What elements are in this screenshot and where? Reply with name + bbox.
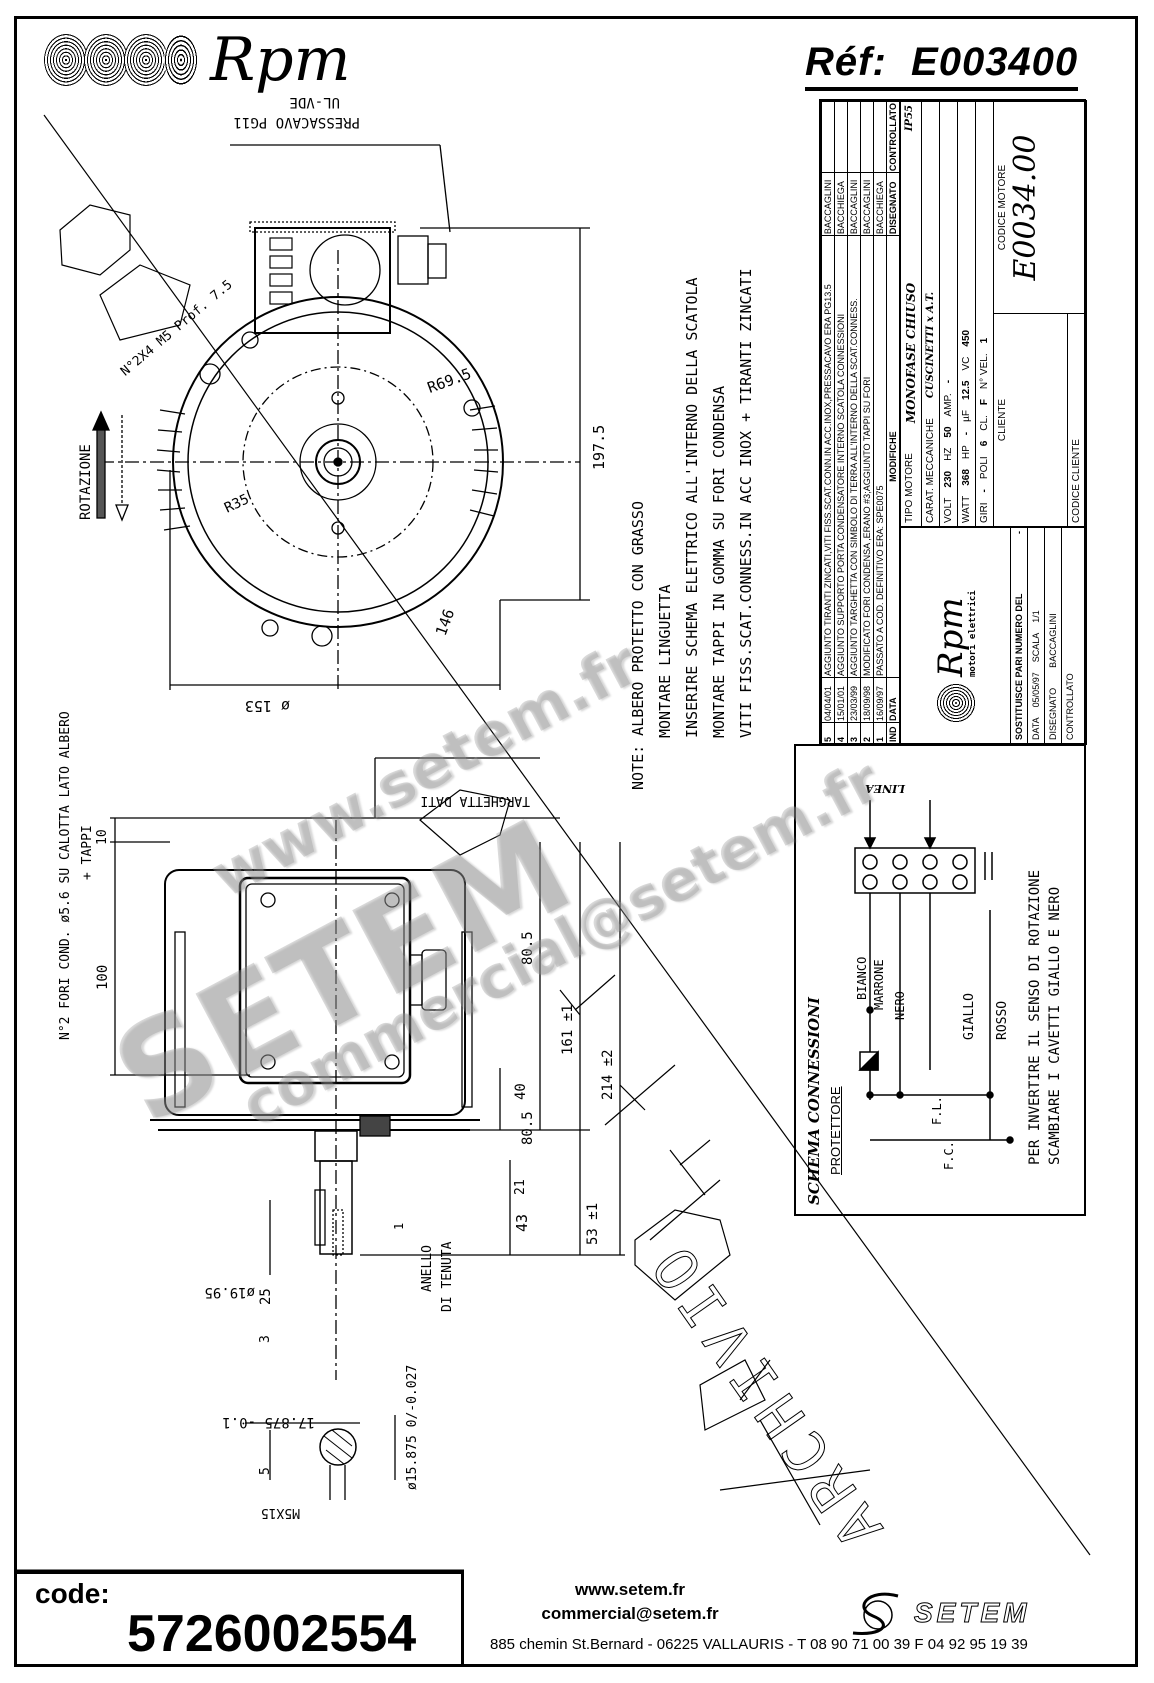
condensate-note: N°2 FORI COND. ø5.6 SU CALOTTA LATO ALBE… [58,711,73,1040]
dim-214: 214 ±2 [600,1049,616,1100]
revision-table: 5 04/04/01 AGGIUNTO TIRANTI ZINCATI,VITI… [820,100,901,745]
email-link[interactable]: commercial@setem.fr [541,1604,719,1623]
seal-label-1: ANELLO [420,1245,435,1292]
dim-43: 43 [513,1213,531,1232]
rotation-label: ROTAZIONE [78,444,94,520]
website-link[interactable]: www.setem.fr [575,1580,685,1599]
dim-40: 40 [513,1083,529,1100]
code-label: code: [35,1578,110,1609]
protector-label: PROTETTORE [828,1086,843,1175]
dim-key-height: 17.875 -0.1 [222,1414,315,1430]
wire-nero: NERO [893,991,907,1020]
title-block-body: Rpm motori elettrici SOSTITUISCE PARI NU… [901,100,1087,745]
dim-10: 10 [95,829,110,845]
dim-3: 3 [258,1335,273,1343]
dim-80-5-bottom: 80.5 [520,1111,536,1145]
drawing-frame [14,16,1138,1667]
coil-logo-icon [44,34,198,86]
wire-rosso: ROSSO [995,1000,1010,1040]
dim-25: 25 [258,1288,274,1305]
code-box: code: 5726002554 [14,1571,464,1667]
dim-53: 53 ±1 [585,1202,601,1245]
notes-block: NOTE: ALBERO PROTETTO CON GRASSO MONTARE… [629,268,755,790]
setem-globe-icon [852,1592,899,1635]
cable-gland-sublabel: UL-VDE [289,94,340,110]
brand-name: Rpm [210,25,351,95]
wire-bianco: BIANCO [855,956,869,1000]
reference-number: Réf: E003400 [805,40,1079,91]
cable-gland-label: PRESSACAVO PG11 [233,114,360,130]
height-dimension: 197.5 [590,424,608,470]
wire-marrone: MARRONE [872,959,886,1010]
dim-key-width: 5 [258,1467,273,1475]
wiring-note: PER INVERTIRE IL SENSO DI ROTAZIONE SCAM… [1027,869,1063,1165]
seal-label-2: DI TENUTA [440,1241,455,1312]
fl-label: F.L. [930,1096,944,1125]
dim-21: 21 [513,1179,528,1195]
code-value: 5726002554 [127,1605,417,1663]
dim-shaft-section: ø15.875 0/-0.027 [405,1364,420,1490]
motor-code: E0034.00 [1008,134,1043,281]
condensate-note-plugs: + TAPPI [80,825,95,880]
footer-address: 885 chemin St.Bernard - 06225 VALLAURIS … [490,1636,1028,1653]
dim-shaft-diameter: ø19.95 [204,1284,255,1300]
setem-logo: SETEM [848,1588,1030,1638]
rpm-small-logo-icon [935,683,976,723]
diameter-dimension: ø 153 [244,697,290,715]
dim-161: 161 ±1 [560,1004,576,1055]
wiring-title: SCHEMA CONNESSIONI [805,997,823,1205]
rpm-logo: Rpm [44,30,350,90]
fc-label: F.C. [942,1141,956,1170]
footer-contact: www.setem.fr commercial@setem.fr [480,1578,780,1626]
dim-100: 100 [95,964,111,990]
dim-1: 1 [392,1222,406,1230]
company-block: Rpm motori elettrici SOSTITUISCE PARI NU… [901,526,1085,743]
wire-giallo: GIALLO [962,993,977,1040]
dim-thread: M5X15 [260,1505,300,1520]
title-block: 5 04/04/01 AGGIUNTO TIRANTI ZINCATI,VITI… [820,100,1087,745]
